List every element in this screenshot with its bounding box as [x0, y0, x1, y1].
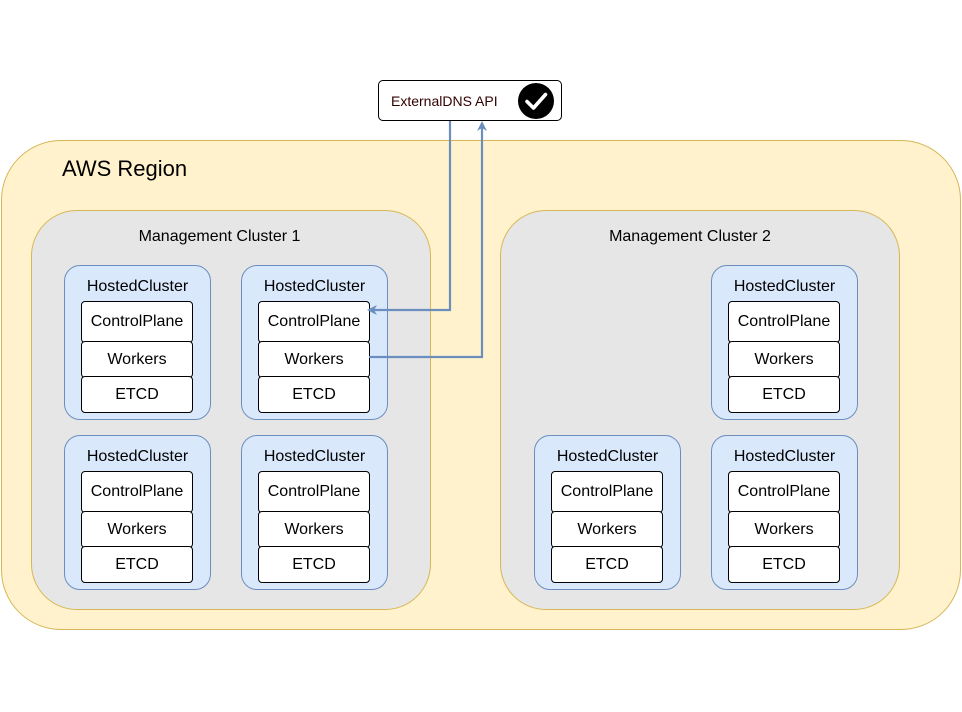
hosted-cluster-title: HostedCluster	[86, 448, 189, 465]
control-plane-box: ControlPlane	[81, 301, 193, 343]
dns-to-controlplane-arrow	[367, 121, 452, 315]
etcd-box: ETCD	[551, 546, 663, 583]
region-title: AWS Region	[62, 156, 188, 181]
control-plane-box: ControlPlane	[258, 471, 370, 513]
workers-box: Workers	[728, 341, 840, 378]
management-cluster-1-title: Management Cluster 1	[138, 228, 301, 245]
etcd-box: ETCD	[258, 546, 370, 583]
etcd-box: ETCD	[258, 376, 370, 413]
workers-box: Workers	[258, 511, 370, 548]
hosted-cluster-title: HostedCluster	[733, 448, 836, 465]
workers-box: Workers	[258, 341, 370, 378]
workers-box: Workers	[81, 511, 193, 548]
check-circle-icon	[518, 83, 554, 119]
control-plane-box: ControlPlane	[728, 301, 840, 343]
workers-to-dns-arrow	[369, 121, 487, 359]
etcd-box: ETCD	[81, 376, 193, 413]
hosted-cluster: HostedCluster ControlPlane Workers ETCD	[711, 265, 858, 420]
hosted-cluster-title: HostedCluster	[733, 278, 836, 295]
etcd-box: ETCD	[728, 546, 840, 583]
etcd-box: ETCD	[728, 376, 840, 413]
hosted-cluster-title: HostedCluster	[86, 278, 189, 295]
workers-box: Workers	[551, 511, 663, 548]
hosted-cluster-title: HostedCluster	[263, 448, 366, 465]
workers-box: Workers	[728, 511, 840, 548]
external-dns-api-box: ExternalDNS API	[378, 80, 562, 121]
hosted-cluster-connected: HostedCluster ControlPlane Workers ETCD	[241, 265, 388, 420]
hosted-cluster-title: HostedCluster	[263, 278, 366, 295]
control-plane-box: ControlPlane	[81, 471, 193, 513]
control-plane-box: ControlPlane	[258, 301, 370, 343]
hosted-cluster: HostedCluster ControlPlane Workers ETCD	[711, 435, 858, 590]
hosted-cluster-title: HostedCluster	[556, 448, 659, 465]
etcd-box: ETCD	[81, 546, 193, 583]
management-cluster-2-title: Management Cluster 2	[609, 228, 771, 245]
hosted-cluster: HostedCluster ControlPlane Workers ETCD	[241, 435, 388, 590]
hosted-cluster: HostedCluster ControlPlane Workers ETCD	[64, 265, 211, 420]
external-dns-api-label: ExternalDNS API	[391, 93, 498, 109]
workers-box: Workers	[81, 341, 193, 378]
hosted-cluster: HostedCluster ControlPlane Workers ETCD	[534, 435, 681, 590]
hosted-cluster: HostedCluster ControlPlane Workers ETCD	[64, 435, 211, 590]
control-plane-box: ControlPlane	[551, 471, 663, 513]
control-plane-box: ControlPlane	[728, 471, 840, 513]
